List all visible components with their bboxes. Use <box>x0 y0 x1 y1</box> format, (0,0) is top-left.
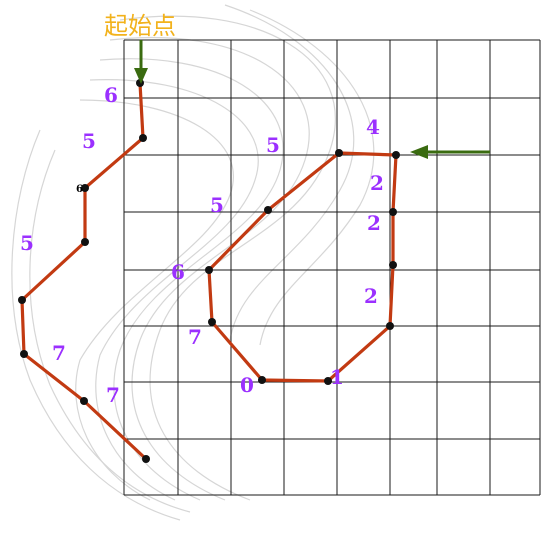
right-node <box>392 151 400 159</box>
right-chain-codes: 4 2 2 2 1 0 7 6 5 5 <box>171 115 384 397</box>
left-node <box>20 350 28 358</box>
right-code-label: 2 <box>364 284 378 308</box>
right-node <box>264 206 272 214</box>
grid <box>123 39 541 496</box>
right-code-label: 2 <box>370 171 384 195</box>
left-code-label: 7 <box>106 383 120 407</box>
left-code-label: 6 <box>76 184 83 195</box>
right-code-label: 4 <box>366 115 380 139</box>
right-node <box>389 208 397 216</box>
left-node <box>81 184 89 192</box>
right-node <box>386 322 394 330</box>
right-node <box>205 266 213 274</box>
right-code-label: 7 <box>188 325 202 349</box>
background-contours <box>11 4 375 521</box>
left-chain-codes: 6 5 6 5 7 7 <box>20 83 120 407</box>
right-code-label: 2 <box>367 211 381 235</box>
start-arrow-down-icon <box>134 40 148 84</box>
left-node <box>80 397 88 405</box>
right-node <box>208 318 216 326</box>
left-node <box>81 238 89 246</box>
right-node <box>335 149 343 157</box>
right-node <box>258 376 266 384</box>
left-code-label: 5 <box>20 231 34 255</box>
left-node <box>139 134 147 142</box>
right-node <box>389 261 397 269</box>
left-node <box>18 296 26 304</box>
right-code-label: 6 <box>171 260 185 284</box>
right-code-label: 5 <box>210 193 224 217</box>
right-chain-nodes <box>205 149 400 385</box>
start-arrow-left-icon <box>410 145 490 159</box>
right-code-label: 0 <box>240 373 254 397</box>
right-node <box>324 377 332 385</box>
right-code-label: 1 <box>330 365 344 389</box>
right-code-label: 5 <box>266 133 280 157</box>
left-chain-path <box>20 81 148 461</box>
start-point-label: 起始点 <box>104 12 176 40</box>
left-code-label: 5 <box>82 129 96 153</box>
left-chain-nodes <box>18 79 150 463</box>
left-code-label: 6 <box>104 83 118 107</box>
left-node <box>142 455 150 463</box>
left-code-label: 7 <box>52 341 66 365</box>
